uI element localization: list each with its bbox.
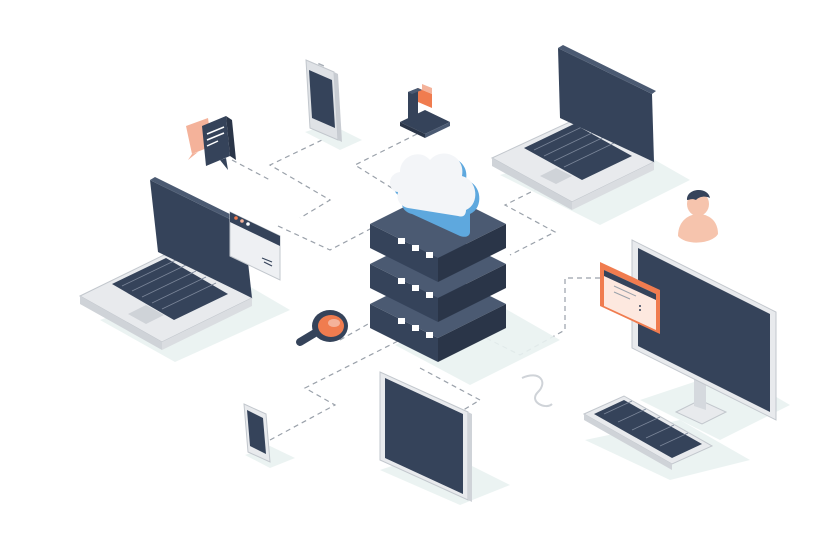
keyboard-icon (112, 258, 228, 320)
connector-laptop-left (277, 225, 373, 251)
magnifier-icon (296, 310, 348, 346)
user-avatar-icon (678, 189, 718, 243)
desktop-keyboard (582, 395, 714, 470)
laptop-right (490, 45, 656, 210)
popup-window-icon (600, 262, 660, 334)
connector-lamp (353, 129, 426, 191)
connector-phone-bottom (269, 339, 401, 441)
laptop-left (78, 177, 254, 350)
smartphone-icon (318, 62, 325, 67)
cable-icon (521, 374, 553, 408)
keyboard-icon (524, 124, 632, 180)
cloud-icon (390, 153, 480, 237)
keyboard-icon (594, 400, 702, 458)
smartphone-top (305, 59, 342, 142)
desktop-monitor (631, 239, 777, 425)
lamp-icon (400, 84, 450, 138)
chat-bubbles-icon (186, 116, 236, 170)
smartphone-bottom (243, 403, 271, 463)
connector-phone-top (268, 139, 332, 219)
connector-laptop-right (503, 179, 557, 256)
browser-window-icon (229, 211, 281, 281)
connector-chat (231, 159, 271, 181)
tablet (379, 371, 472, 502)
